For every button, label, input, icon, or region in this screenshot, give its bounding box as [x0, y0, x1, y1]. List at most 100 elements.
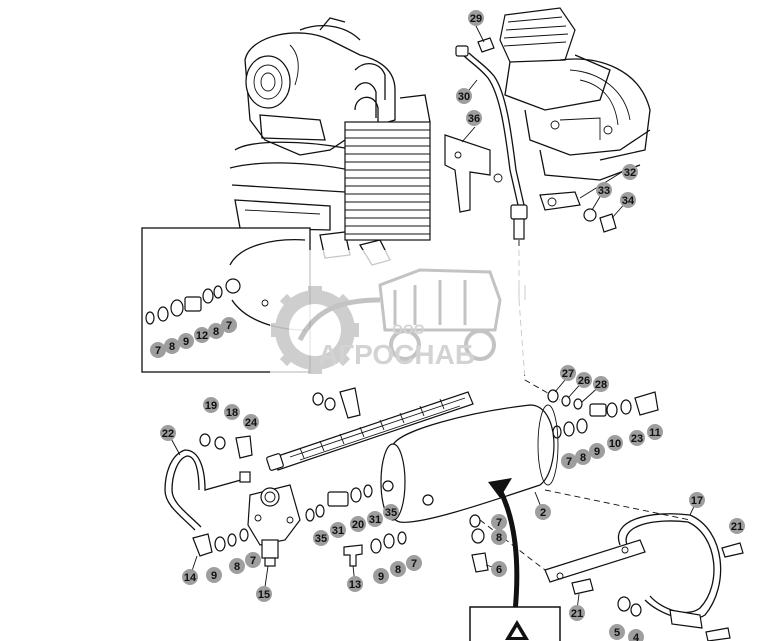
callout-c31a: 31	[330, 522, 346, 538]
callout-label: 21	[571, 608, 583, 620]
watermark-name: АГРОСНАБ	[318, 339, 475, 370]
callout-c6: 6	[491, 561, 507, 577]
callout-c8e: 8	[229, 558, 245, 574]
callout-label: 7	[566, 456, 572, 468]
callout-label: 6	[496, 564, 502, 576]
callout-c20: 20	[350, 516, 366, 532]
callout-c5: 5	[609, 624, 625, 640]
callout-label: 9	[183, 336, 189, 348]
callout-label: 31	[332, 525, 344, 537]
callout-badge	[468, 10, 484, 26]
callout-badge	[350, 516, 366, 532]
callout-label: 15	[258, 589, 270, 601]
callout-label: 33	[598, 185, 610, 197]
callout-c36: 36	[466, 110, 482, 126]
callout-badge	[620, 192, 636, 208]
callout-label: 17	[691, 495, 703, 507]
callout-badge	[628, 629, 644, 641]
callout-c21b: 21	[569, 605, 585, 621]
callout-label: 7	[250, 555, 256, 567]
braided-hose	[266, 391, 474, 471]
callout-badge	[150, 342, 166, 358]
callout-badge	[491, 561, 507, 577]
tee-fitting-13	[343, 531, 407, 567]
callout-label: 4	[633, 632, 640, 641]
assembly-arrow	[488, 478, 520, 613]
callout-label: 7	[226, 320, 232, 332]
callout-c7b: 7	[221, 317, 237, 333]
callout-label: 8	[234, 561, 240, 573]
washer-5	[617, 596, 631, 612]
callout-c12: 12	[194, 327, 210, 343]
callout-c9c: 9	[589, 443, 605, 459]
callout-label: 11	[649, 427, 661, 439]
callout-label: 10	[609, 438, 621, 450]
callout-badge	[224, 404, 240, 420]
callout-label: 30	[458, 91, 470, 103]
callout-badge	[576, 372, 592, 388]
callout-label: 21	[731, 521, 743, 533]
callout-label: 12	[196, 330, 208, 342]
callout-badge	[245, 552, 261, 568]
callout-badge	[208, 323, 224, 339]
callout-label: 9	[594, 446, 600, 458]
callout-label: 8	[580, 452, 586, 464]
callout-badge	[593, 376, 609, 392]
callout-label: 31	[369, 514, 381, 526]
callout-c14: 14	[182, 569, 198, 585]
warning-box	[469, 606, 561, 641]
callout-c10: 10	[607, 435, 623, 451]
bracket-36	[444, 134, 503, 213]
callout-badge	[256, 586, 272, 602]
callout-c8d: 8	[491, 529, 507, 545]
washer-4	[630, 603, 642, 617]
callout-badge	[390, 561, 406, 577]
callout-label: 5	[614, 627, 620, 639]
callout-badge	[221, 317, 237, 333]
callout-c7d: 7	[491, 514, 507, 530]
callout-badge	[243, 414, 259, 430]
callout-c32: 32	[622, 164, 638, 180]
control-valve-15	[247, 484, 301, 567]
callout-c7f: 7	[406, 555, 422, 571]
callout-label: 18	[226, 407, 238, 419]
callout-badge	[491, 514, 507, 530]
bolt-bottom-right	[705, 627, 731, 641]
callout-label: 27	[562, 368, 574, 380]
callout-label: 19	[205, 400, 217, 412]
callout-badge	[194, 327, 210, 343]
callout-c7e: 7	[245, 552, 261, 568]
callout-label: 7	[155, 345, 161, 357]
callout-badge	[164, 338, 180, 354]
fittings-valve-inlet	[192, 528, 249, 557]
callout-label: 35	[385, 507, 397, 519]
drain-valve-parts	[469, 514, 489, 573]
clamp-32-assembly	[539, 191, 617, 233]
callout-label: 9	[211, 570, 217, 582]
callout-label: 13	[349, 579, 361, 591]
callout-badge	[466, 110, 482, 126]
callout-badge	[367, 511, 383, 527]
callout-c9a: 9	[178, 333, 194, 349]
air-compressor-illustration	[499, 7, 651, 181]
callout-badge	[182, 569, 198, 585]
callout-badge	[569, 605, 585, 621]
fittings-valve-outlet	[305, 484, 373, 522]
callout-c7c: 7	[561, 453, 577, 469]
callout-badge	[160, 425, 176, 441]
callout-c17: 17	[689, 492, 705, 508]
callout-badge	[406, 555, 422, 571]
callout-c33: 33	[596, 182, 612, 198]
callout-label: 32	[624, 167, 636, 179]
bolt-21-right	[721, 542, 744, 558]
fittings-top-left	[199, 433, 253, 459]
bolt-21-left	[571, 578, 594, 595]
callout-badge	[647, 424, 663, 440]
callout-c21a: 21	[729, 518, 745, 534]
callout-label: 9	[378, 571, 384, 583]
callout-badge	[313, 530, 329, 546]
callout-c9e: 9	[206, 567, 222, 583]
callout-c35b: 35	[383, 504, 399, 520]
